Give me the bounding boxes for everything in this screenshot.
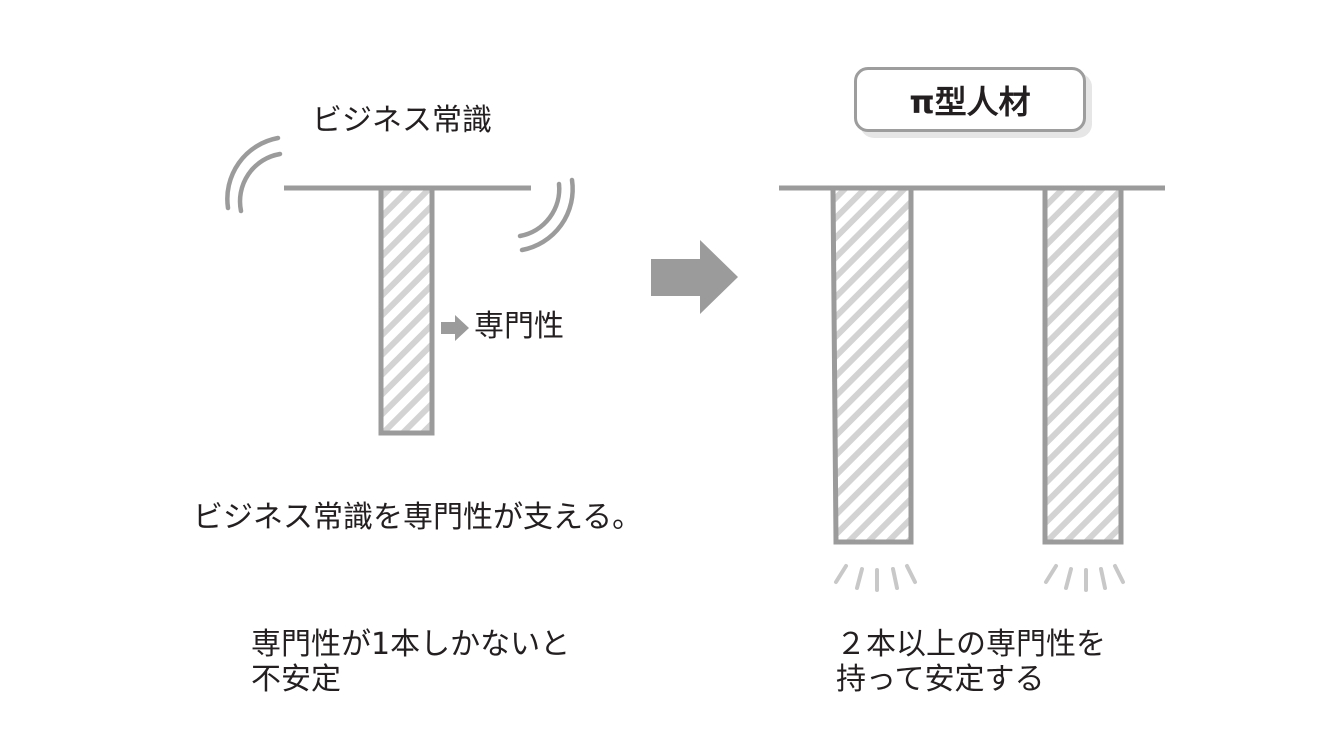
transition-arrow	[651, 240, 738, 314]
caption-right-line-2: 持って安定する	[836, 662, 1045, 697]
stability-ticks-right	[1044, 564, 1125, 592]
caption-right-line-1: ２本以上の専門性を	[836, 627, 1106, 662]
stability-ticks-left	[834, 564, 917, 592]
left-diagram	[225, 135, 575, 436]
wobble-arcs-lower-right	[517, 177, 575, 253]
caption-left-line-1: 専門性が1本しかないと	[251, 627, 571, 662]
left-pillar	[378, 185, 435, 436]
wobble-arcs-upper-left	[225, 135, 283, 214]
support-statement: ビジネス常識を専門性が支える。	[193, 500, 643, 535]
pi-shaped-talent-title: π型人材	[854, 67, 1086, 132]
right-diagram	[779, 185, 1165, 592]
caption-left-line-2: 不安定	[251, 662, 341, 697]
title-text: π型人材	[909, 82, 1031, 121]
specialty-pointer-arrow	[441, 315, 469, 341]
right-pillar-right	[1042, 185, 1124, 545]
business-sense-label: ビジネス常識	[312, 103, 492, 138]
caption-right: ２本以上の専門性を 持って安定する	[836, 627, 1106, 697]
caption-left: 専門性が1本しかないと 不安定	[251, 627, 570, 697]
right-pillar-left	[830, 185, 914, 545]
specialty-label: 専門性	[474, 309, 564, 344]
